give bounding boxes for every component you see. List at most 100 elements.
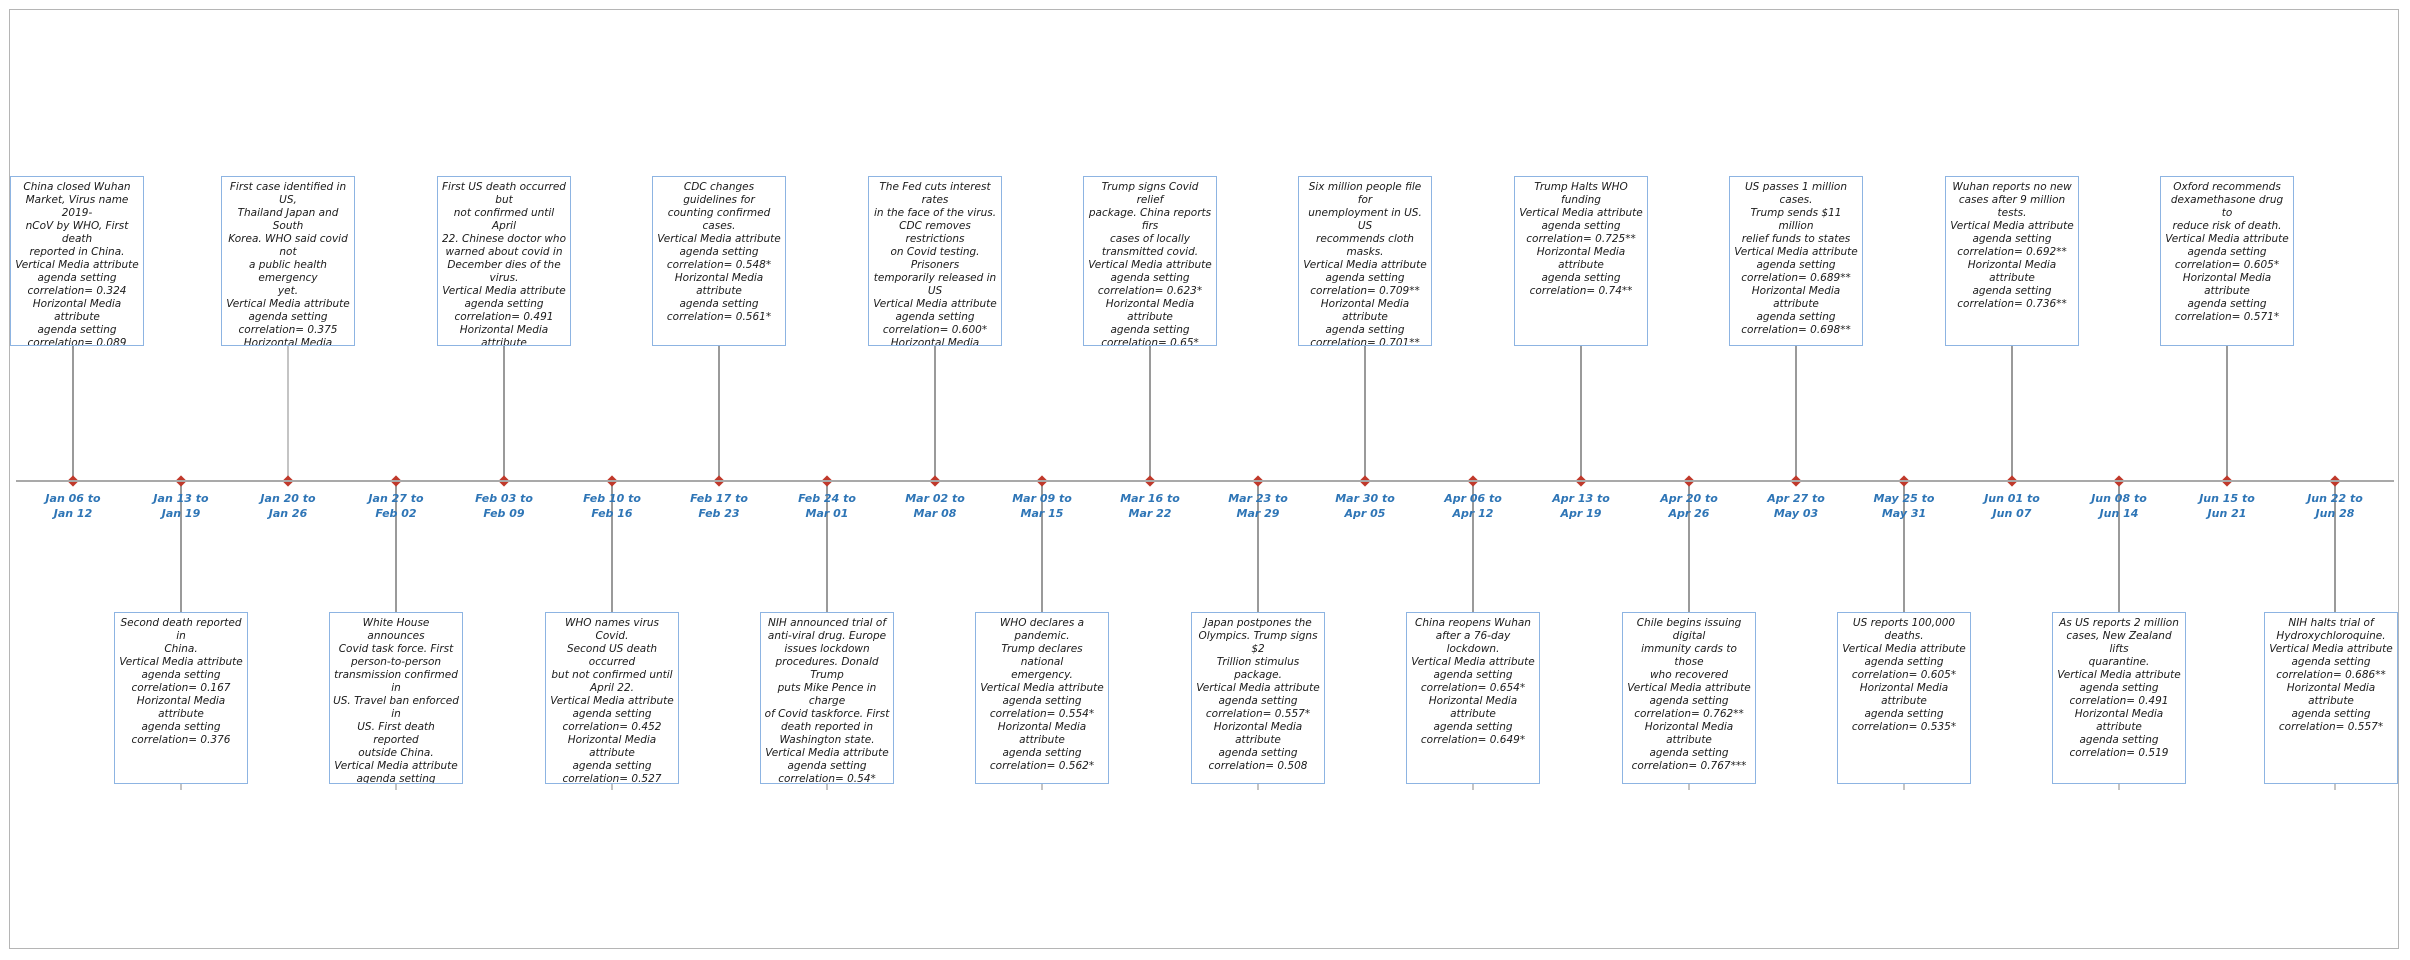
event-text-line: agenda setting — [37, 272, 117, 284]
event-text-line: Vertical Media attribute — [765, 747, 889, 759]
event-text-line: agenda setting — [464, 298, 544, 310]
event-text-line: agenda setting — [1218, 695, 1298, 707]
event-text-line: agenda setting — [572, 708, 652, 720]
event-text-line: correlation= 0.167 — [131, 682, 231, 694]
connector-line — [934, 346, 936, 481]
event-text-line: US passes 1 million cases. — [1745, 181, 1847, 206]
event-text-line: CDC changes guidelines for — [683, 181, 755, 206]
event-text-line: agenda setting — [1864, 708, 1944, 720]
event-text-line: outside China. — [358, 747, 434, 759]
event-text-line: correlation= 0.375 — [238, 324, 338, 336]
event-text-line: Wuhan reports no new — [1952, 181, 2072, 193]
week-label-line2: May 03 — [1773, 507, 1819, 520]
week-label-line2: Jan 19 — [161, 507, 201, 520]
event-text-line: Vertical Media attribute — [1734, 246, 1858, 258]
event-text-line: CDC removes restrictions — [899, 220, 971, 245]
event-text-line: correlation= 0.686** — [2276, 669, 2386, 681]
event-text-line: agenda setting — [1110, 272, 1190, 284]
event-text-line: Vertical Media attribute — [2165, 233, 2289, 245]
event-text-line: but not confirmed until — [551, 669, 673, 681]
event-text-line: First US death occurred but — [442, 181, 566, 206]
event-text-line: Horizontal Media attribute — [997, 721, 1087, 746]
event-text-line: correlation= 0.557* — [2278, 721, 2384, 733]
connector-line — [180, 481, 182, 612]
event-card: First case identified in US,Thailand Jap… — [221, 176, 355, 346]
week-label-line2: Feb 23 — [698, 507, 740, 520]
week-label-line2: Mar 15 — [1020, 507, 1064, 520]
event-text-line: agenda setting — [1002, 747, 1082, 759]
event-text-line: US reports 100,000 deaths. — [1852, 617, 1956, 642]
event-text-line: Vertical Media attribute — [550, 695, 674, 707]
event-text-line: Horizontal Media attribute — [1859, 682, 1949, 707]
card-tail — [1041, 784, 1043, 790]
connector-line — [1257, 481, 1259, 612]
event-card: US reports 100,000 deaths.Vertical Media… — [1837, 612, 1971, 784]
event-text-line: Horizontal Media attribute — [2074, 708, 2164, 733]
event-text-line: Vertical Media attribute — [657, 233, 781, 245]
card-tail — [2118, 784, 2120, 790]
event-text-line: Horizontal Media attribute — [1536, 246, 1626, 271]
connector-line — [1580, 346, 1582, 481]
event-text-line: correlation= 0.571* — [2174, 311, 2280, 323]
event-text-line: agenda setting — [1218, 747, 1298, 759]
event-text-line: transmission confirmed in — [334, 669, 458, 694]
event-text-line: Vertical Media attribute — [1411, 656, 1535, 668]
event-text-line: Vertical Media attribute — [226, 298, 350, 310]
event-text-line: Hydroxychloroquine. — [2276, 630, 2386, 642]
event-text-line: Washington state. — [779, 734, 875, 746]
week-label-line1: Jun 22 to — [2307, 492, 2363, 505]
event-text-line: agenda setting — [1541, 220, 1621, 232]
event-text-line: Horizontal Media attribute — [674, 272, 764, 297]
connector-line — [1149, 346, 1151, 481]
card-tail — [611, 784, 613, 790]
event-text-line: Horizontal Media attribute — [2286, 682, 2376, 707]
card-tail — [1688, 784, 1690, 790]
event-text-line: Trump signs Covid relief — [1101, 181, 1199, 206]
week-label-line1: Jan 27 to — [368, 492, 424, 505]
event-text-line: puts Mike Pence in charge — [777, 682, 877, 707]
connector-line — [718, 346, 720, 481]
week-label-line1: Apr 06 to — [1444, 492, 1502, 505]
event-text-line: Second death reported in — [120, 617, 242, 642]
week-label-line2: Apr 26 — [1668, 507, 1710, 520]
event-text-line: correlation= 0.725** — [1526, 233, 1636, 245]
event-text-line: agenda setting — [1110, 324, 1190, 336]
event-text-line: White House announces — [362, 617, 430, 642]
event-text-line: agenda setting — [2291, 708, 2371, 720]
event-text-line: correlation= 0.649* — [1420, 734, 1526, 746]
event-text-line: correlation= 0.554* — [989, 708, 1095, 720]
event-text-line: agenda setting — [141, 669, 221, 681]
event-text-line: correlation= 0.762** — [1634, 708, 1744, 720]
event-text-line: WHO names virus Covid. — [564, 617, 660, 642]
event-text-line: not confirmed until April — [453, 207, 555, 232]
event-text-line: after a 76-day lockdown. — [1435, 630, 1511, 655]
event-text-line: anti-viral drug. Europe — [767, 630, 887, 642]
event-text-line: agenda setting — [2079, 734, 2159, 746]
week-label-line2: Jun 21 — [2207, 507, 2247, 520]
event-text-line: package. China reports firs — [1088, 207, 1212, 232]
event-text-line: cases of locally — [1109, 233, 1190, 245]
event-text-line: The Fed cuts interest rates — [879, 181, 991, 206]
connector-line — [2011, 346, 2013, 481]
event-text-line: agenda setting — [1756, 311, 1836, 323]
event-text-line: who recovered — [1649, 669, 1729, 681]
connector-line — [1472, 481, 1474, 612]
event-text-line: correlation= 0.527 — [562, 773, 662, 784]
event-text-line: correlation= 0.519 — [2069, 747, 2169, 759]
event-text-line: correlation= 0.508 — [1208, 760, 1308, 772]
event-text-line: Horizontal Media attribute — [459, 324, 549, 346]
event-text-line: China reopens Wuhan — [1415, 617, 1531, 629]
event-text-line: temporarily released in US — [873, 272, 997, 297]
